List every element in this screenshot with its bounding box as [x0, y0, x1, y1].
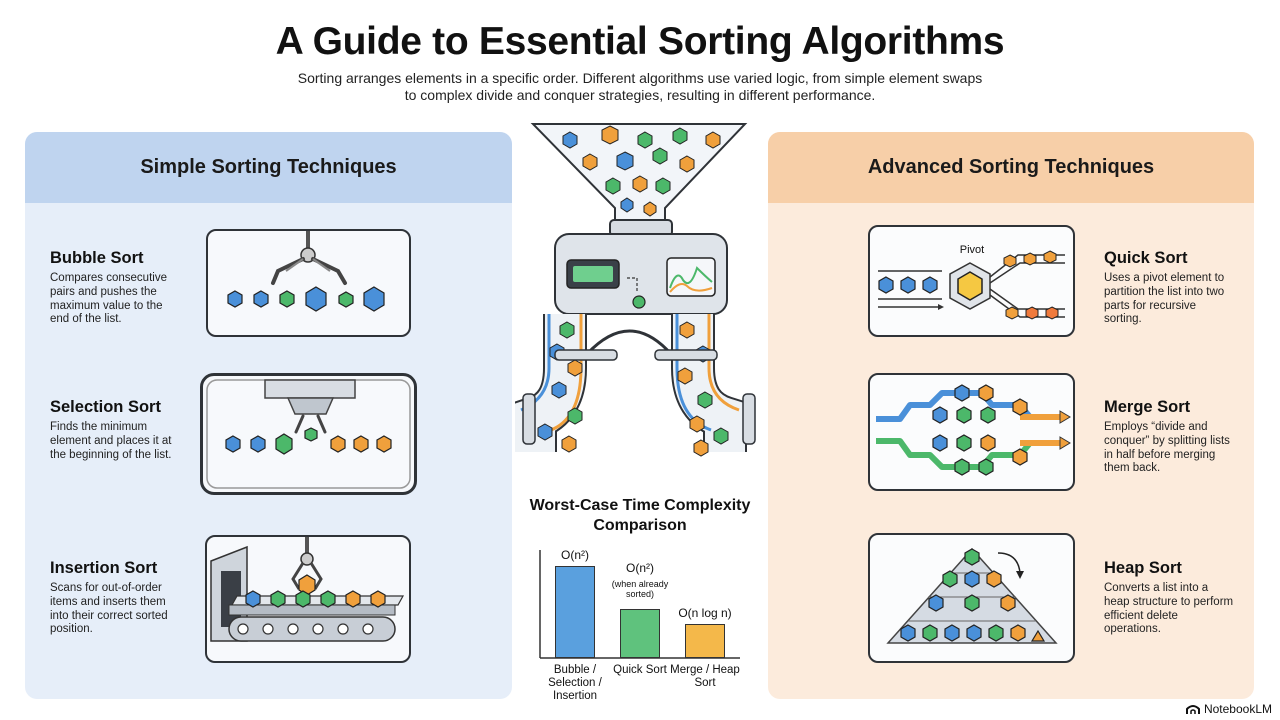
advanced-sorting-panel: Advanced Sorting Techniques Pivot: [768, 132, 1254, 699]
chart-bar: [620, 609, 660, 658]
bubble-sort-description: Compares consecutive pairs and pushes th…: [50, 272, 167, 326]
bar-note: (when already sorted): [611, 579, 669, 599]
selection-sort-title: Selection Sort: [50, 398, 161, 416]
bar-category-label: Quick Sort: [613, 664, 667, 676]
selection-sort-description: Finds the minimum element and places it …: [50, 421, 172, 461]
heap-sort-illustration: [868, 533, 1075, 663]
conveyor-belt-icon: [210, 537, 405, 642]
selection-sort-text: Selection Sort Finds the minimum element…: [50, 398, 180, 462]
pivot-label: Pivot: [960, 244, 984, 256]
robot-claw-icon: [227, 231, 385, 312]
bar-category-label: Merge / Heap Sort: [670, 664, 740, 689]
chart-axes: [539, 550, 740, 659]
selector-arm-icon: [206, 379, 411, 489]
insertion-sort-illustration: [205, 535, 411, 663]
merge-sort-illustration: [868, 373, 1075, 491]
complexity-chart: O(n²) O(n²) (when already sorted) O(n lo…: [520, 540, 760, 710]
heap-sort-text: Heap Sort Converts a list into a heap st…: [1104, 559, 1234, 637]
bar-value-label: O(n log n): [678, 606, 732, 620]
insertion-sort-text: Insertion Sort Scans for out-of-order it…: [50, 559, 180, 637]
page-title: A Guide to Essential Sorting Algorithms: [275, 20, 1005, 63]
bar-value-label: O(n²): [561, 548, 589, 562]
simple-sorting-header: Simple Sorting Techniques: [25, 132, 512, 203]
selection-sort-illustration: [200, 373, 417, 495]
brand-name: NotebookLM: [1203, 702, 1272, 716]
pivot-partition-icon: Pivot: [878, 244, 1065, 320]
bar-category-label: Bubble / Selection / Insertion: [548, 664, 602, 702]
chart-bar: [555, 566, 595, 658]
notebooklm-logo-icon: [1185, 705, 1200, 714]
bubble-sort-title: Bubble Sort: [50, 249, 144, 267]
heap-sort-description: Converts a list into a heap structure to…: [1104, 582, 1234, 636]
simple-sorting-panel: Simple Sorting Techniques Bubble Sort Co…: [25, 132, 512, 699]
insertion-sort-description: Scans for out-of-order items and inserts…: [50, 582, 168, 636]
chart-bar: [685, 624, 725, 658]
merge-sort-text: Merge Sort Employs “divide and conquer” …: [1104, 398, 1234, 476]
quick-sort-illustration: Pivot: [868, 225, 1075, 337]
quick-sort-text: Quick Sort Uses a pivot element to parti…: [1104, 249, 1234, 327]
brand-watermark: NotebookLM: [1185, 702, 1272, 716]
heap-pyramid-icon: [886, 547, 1058, 644]
insertion-sort-title: Insertion Sort: [50, 559, 158, 577]
bar-value-label: O(n²): [626, 561, 654, 575]
merge-flow-icon: [876, 384, 1071, 476]
merge-sort-description: Employs “divide and conquer” by splittin…: [1104, 421, 1230, 475]
sorting-machine-illustration: [515, 123, 756, 457]
quick-sort-description: Uses a pivot element to partition the li…: [1104, 272, 1225, 326]
page-subtitle: Sorting arranges elements in a specific …: [297, 70, 983, 103]
bubble-sort-text: Bubble Sort Compares consecutive pairs a…: [50, 249, 180, 327]
chart-title: Worst-Case Time Complexity Comparison: [529, 497, 751, 534]
bubble-sort-illustration: [206, 229, 411, 337]
quick-sort-title: Quick Sort: [1104, 249, 1188, 267]
advanced-sorting-header: Advanced Sorting Techniques: [768, 132, 1254, 203]
merge-sort-title: Merge Sort: [1104, 398, 1191, 416]
heap-sort-title: Heap Sort: [1104, 559, 1182, 577]
